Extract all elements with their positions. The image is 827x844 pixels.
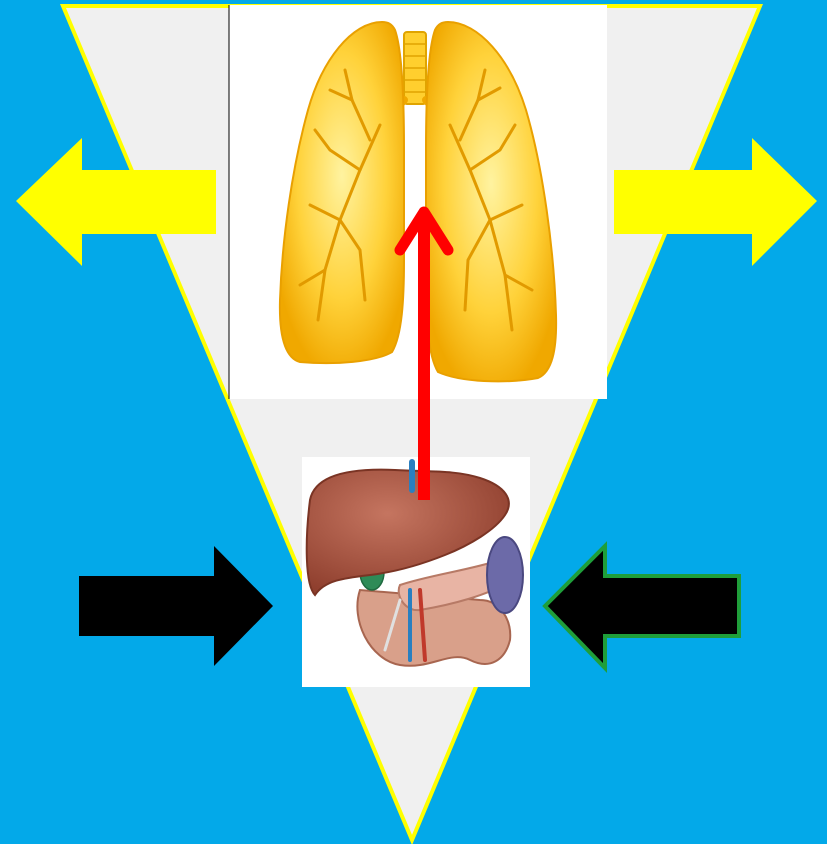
digestive-panel xyxy=(302,457,530,687)
spleen xyxy=(487,537,523,613)
